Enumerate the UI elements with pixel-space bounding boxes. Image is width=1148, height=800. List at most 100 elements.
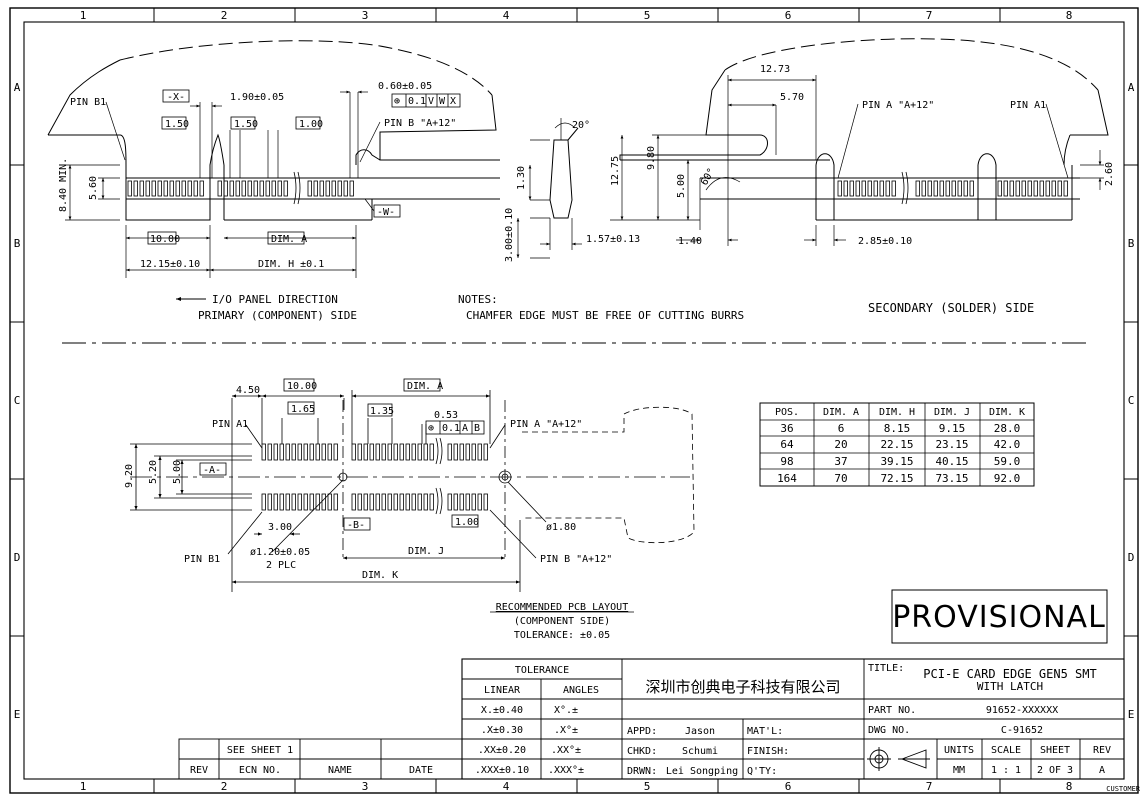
svg-text:4.50: 4.50 [236,385,260,396]
contact-finger [963,180,968,197]
datum-a: -A- [203,465,221,476]
contact-finger [279,443,284,461]
dim-0-60: 0.60±0.05 [378,81,432,92]
contact-finger [241,180,246,197]
pin-a1-label: PIN A1 [1010,100,1046,111]
svg-text:PIN A1: PIN A1 [212,419,248,430]
svg-text:.XX°±: .XX°± [551,745,581,756]
contact-finger [471,443,476,461]
part-number: 91652-XXXXXX [986,705,1058,716]
contact-finger [273,493,278,511]
svg-text:28.0: 28.0 [994,422,1021,435]
svg-text:98: 98 [780,455,793,468]
svg-text:2.85±0.10: 2.85±0.10 [858,236,912,247]
svg-text:1.40: 1.40 [678,236,702,247]
break-mark [435,487,443,515]
svg-text:23.15: 23.15 [935,438,968,451]
contact-finger [139,180,144,197]
svg-text:1.65: 1.65 [291,404,315,415]
svg-text:4: 4 [503,9,510,22]
contact-finger [327,443,332,461]
contact-finger [915,180,920,197]
secondary-contact-fingers [837,171,1068,205]
contact-finger [873,180,878,197]
contact-finger [321,493,326,511]
contact-finger [447,443,452,461]
contact-finger [169,180,174,197]
svg-text:SCALE: SCALE [991,745,1021,756]
notes-line-1: CHAMFER EDGE MUST BE FREE OF CUTTING BUR… [466,309,744,322]
svg-text:7: 7 [926,9,933,22]
svg-text:5.00: 5.00 [676,174,687,198]
contact-finger [163,180,168,197]
contact-finger [369,443,374,461]
svg-text:10.00: 10.00 [150,234,180,245]
svg-text:59.0: 59.0 [994,455,1021,468]
svg-text:39.15: 39.15 [880,455,913,468]
svg-text:PROVISIONAL: PROVISIONAL [892,600,1106,635]
title-block [178,658,1125,780]
svg-text:ANGLES: ANGLES [563,685,599,696]
secondary-dimensions [610,75,1104,246]
contact-finger [343,180,348,197]
break-mark [293,171,301,205]
svg-text:TITLE:: TITLE: [868,663,904,674]
contact-finger [313,180,318,197]
primary-side-caption: PRIMARY (COMPONENT) SIDE [198,309,357,322]
contact-finger [939,180,944,197]
contact-finger [337,180,342,197]
primary-side-view [47,40,500,221]
svg-text:1.00: 1.00 [455,517,479,528]
svg-text:5.00: 5.00 [172,460,183,484]
contact-finger [453,493,458,511]
contact-finger [247,180,252,197]
svg-text:DIM. A: DIM. A [823,407,859,418]
svg-text:2: 2 [221,780,228,793]
contact-finger [393,493,398,511]
svg-text:MAT'L:: MAT'L: [747,726,783,737]
contact-finger [411,443,416,461]
svg-text:.XXX°±: .XXX°± [548,765,584,776]
contact-finger [867,180,872,197]
contact-finger [465,443,470,461]
contact-finger [393,443,398,461]
contact-finger [1033,180,1038,197]
svg-text:W: W [439,96,446,107]
contact-finger [193,180,198,197]
contact-finger [145,180,150,197]
contact-finger [387,443,392,461]
contact-finger [357,443,362,461]
contact-finger [261,493,266,511]
svg-text:LINEAR: LINEAR [484,685,521,696]
svg-text:36: 36 [780,422,793,435]
svg-text:20: 20 [834,438,847,451]
svg-text:A: A [1099,765,1105,776]
contact-finger [351,443,356,461]
svg-text:4: 4 [503,780,510,793]
contact-finger [1045,180,1050,197]
pin-b1-label: PIN B1 [70,97,106,108]
pin-b-a12-label: PIN B "A+12" [384,118,456,129]
svg-text:6: 6 [838,422,845,435]
contact-finger [199,180,204,197]
drawing-title: PCI-E CARD EDGE GEN5 SMT [923,667,1096,681]
contact-finger [399,443,404,461]
contact-finger [477,443,482,461]
contact-finger [363,493,368,511]
contact-finger [957,180,962,197]
contact-finger [423,493,428,511]
io-direction: I/O PANEL DIRECTION PRIMARY (COMPONENT) … [176,293,357,322]
svg-text:8: 8 [1066,9,1073,22]
contact-finger [285,443,290,461]
contact-finger [363,443,368,461]
contact-finger [891,180,896,197]
break-mark [435,437,443,465]
svg-text:3.00: 3.00 [268,522,292,533]
notes-title: NOTES: [458,293,498,306]
svg-text:70: 70 [834,472,847,485]
contact-finger [309,443,314,461]
svg-text:9.20: 9.20 [124,464,135,488]
contact-finger [259,180,264,197]
svg-text:1.00: 1.00 [299,119,323,130]
